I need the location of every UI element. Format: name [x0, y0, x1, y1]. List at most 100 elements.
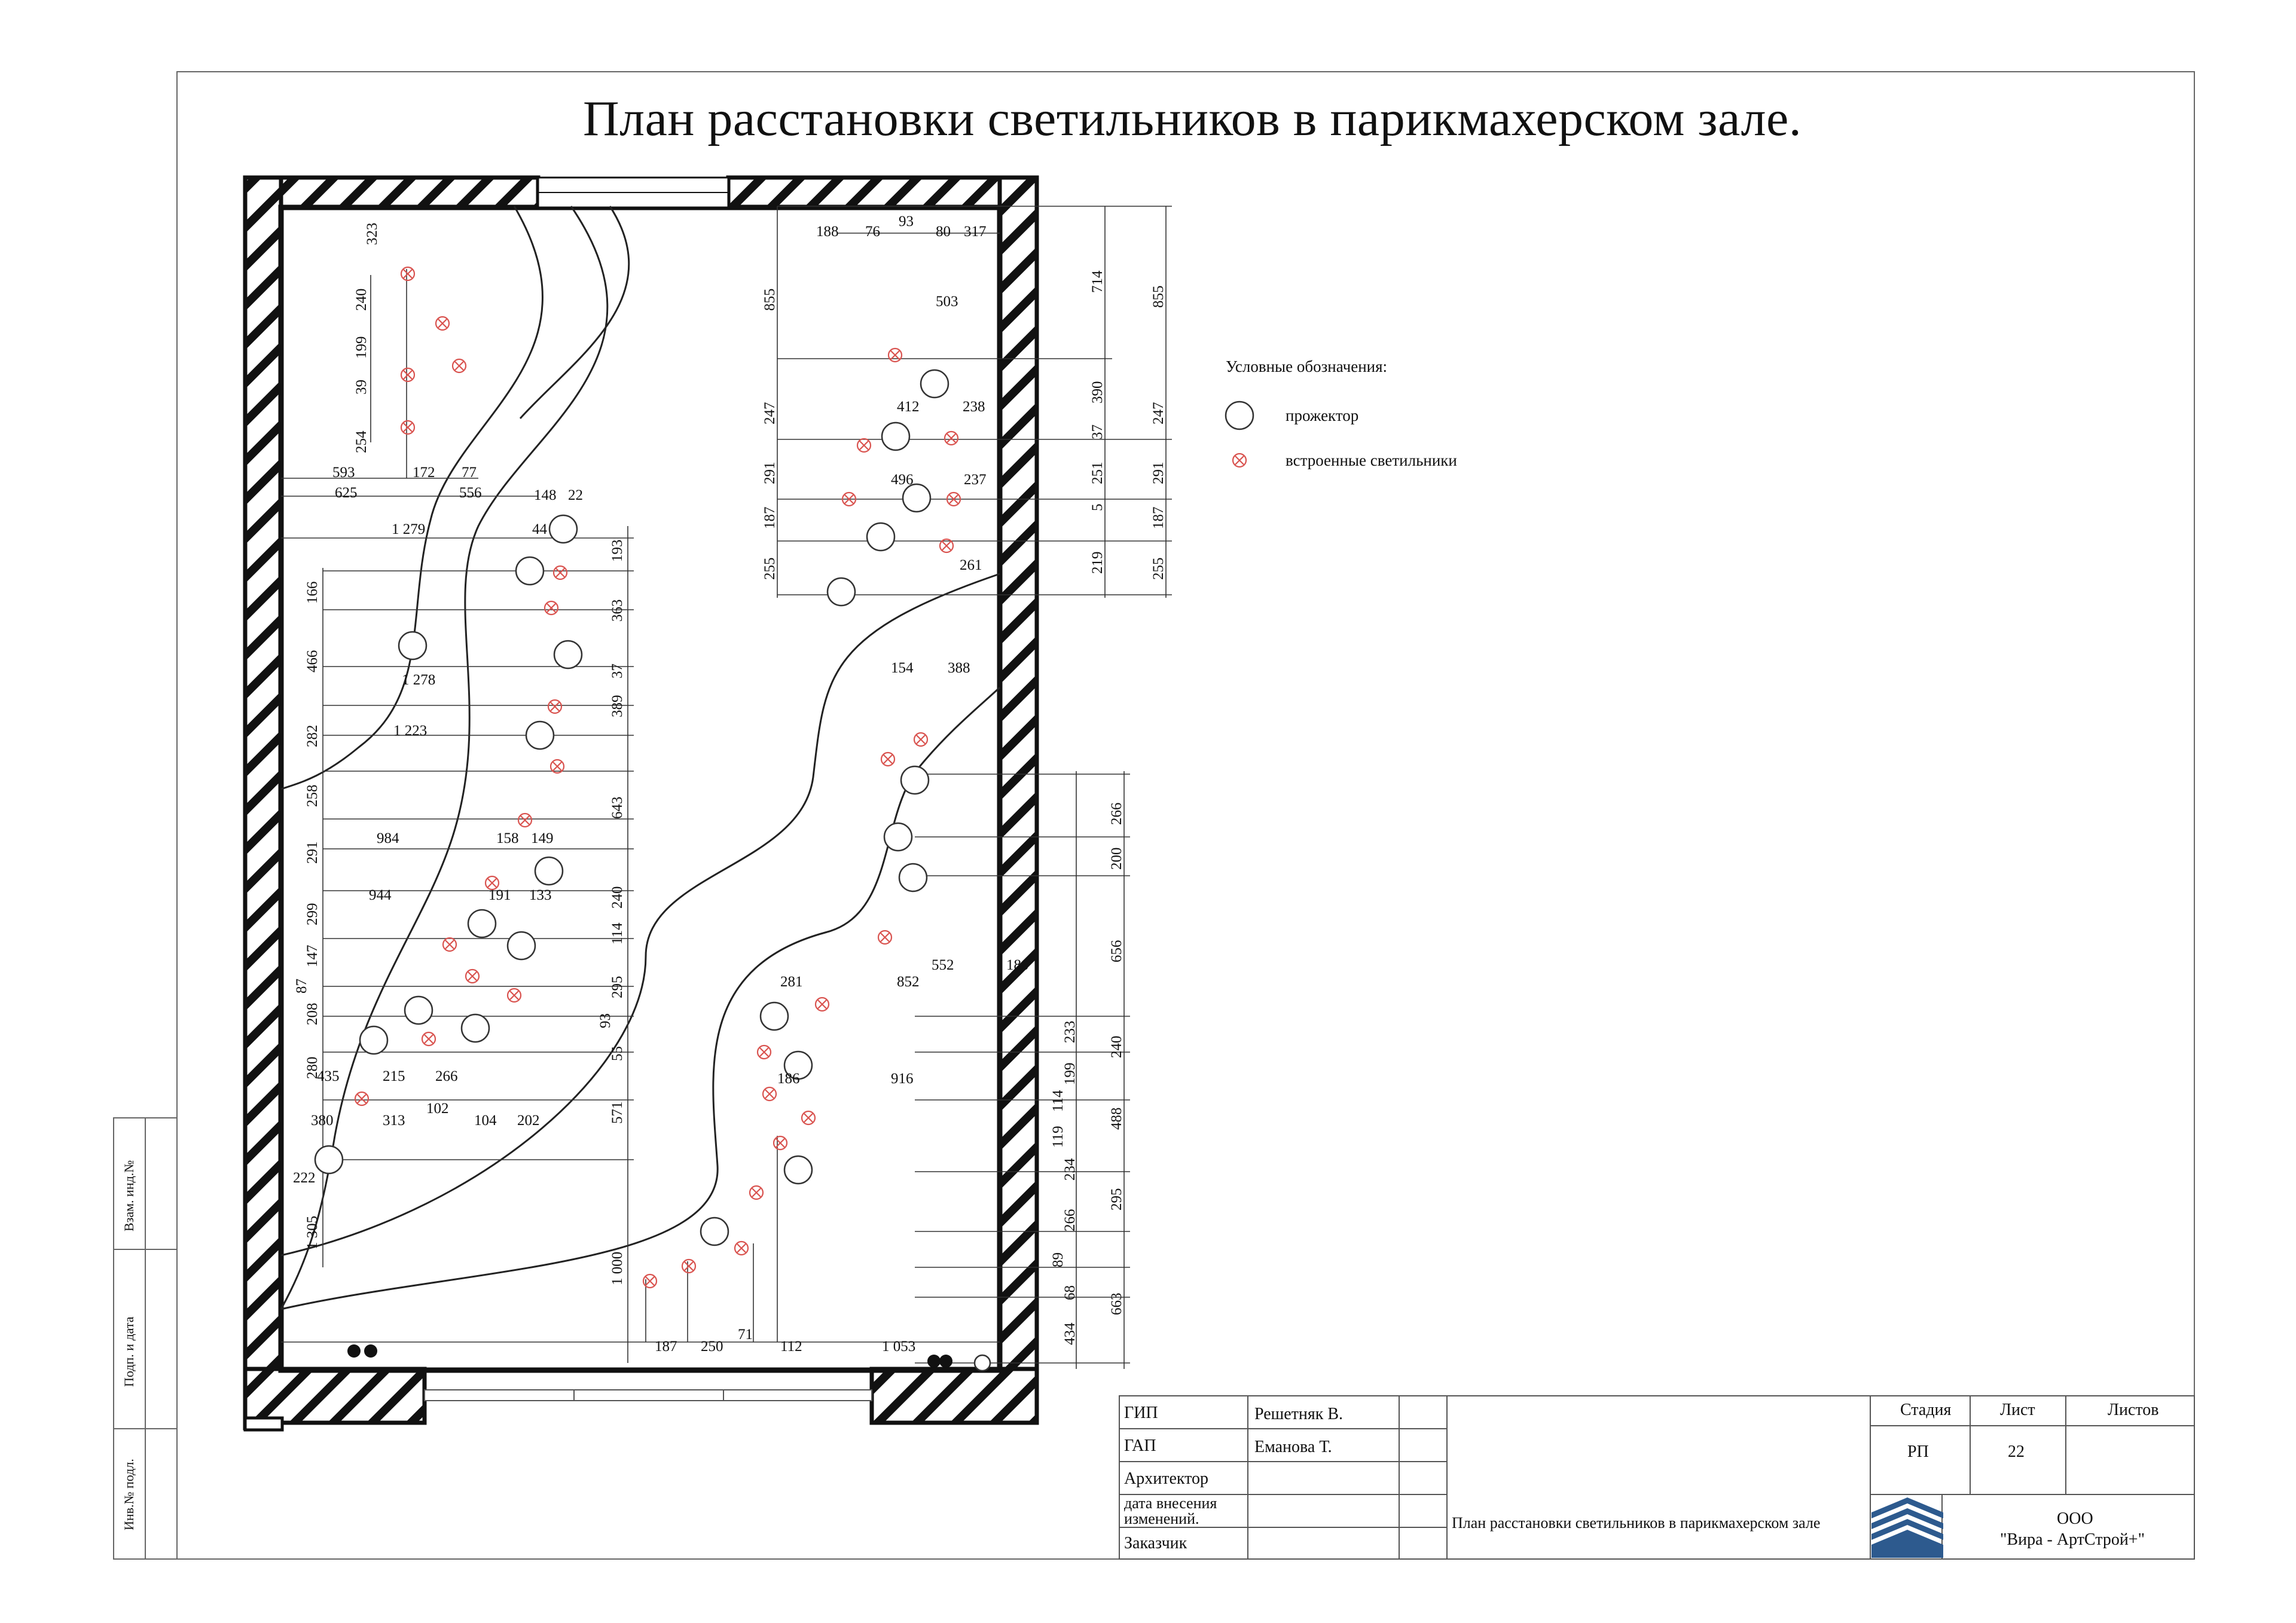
- recessed-light-icon: [1232, 453, 1247, 468]
- svg-text:44: 44: [532, 521, 548, 537]
- svg-text:855: 855: [1150, 286, 1167, 308]
- stage-header: Стадия: [1900, 1401, 1952, 1419]
- spotlight-icon: [866, 522, 896, 552]
- svg-text:114: 114: [1050, 1090, 1066, 1112]
- svg-text:208: 208: [304, 1003, 320, 1026]
- svg-text:76: 76: [865, 224, 880, 240]
- side-stamp-label: Взам. инд.№: [121, 1160, 136, 1231]
- svg-text:147: 147: [304, 945, 320, 968]
- svg-text:247: 247: [1150, 402, 1167, 425]
- svg-text:37: 37: [1089, 424, 1106, 439]
- svg-text:102: 102: [426, 1101, 449, 1117]
- svg-text:435: 435: [317, 1068, 340, 1084]
- svg-text:37: 37: [609, 664, 625, 678]
- svg-text:266: 266: [1109, 803, 1125, 826]
- svg-text:656: 656: [1109, 940, 1125, 963]
- company-line2: "Вира - АртСтрой+": [2000, 1530, 2145, 1549]
- role-gap: ГАП: [1124, 1436, 1156, 1455]
- svg-text:93: 93: [597, 1013, 613, 1028]
- svg-text:247: 247: [762, 402, 778, 425]
- svg-text:149: 149: [531, 830, 554, 846]
- svg-text:68: 68: [1062, 1285, 1078, 1300]
- recessed-lights: [354, 266, 961, 1289]
- svg-text:251: 251: [1089, 462, 1106, 485]
- company-logo: [1871, 1497, 1943, 1558]
- svg-text:714: 714: [1089, 270, 1106, 293]
- svg-text:77: 77: [462, 464, 477, 481]
- legend-heading: Условные обозначения:: [1226, 357, 1388, 375]
- svg-text:240: 240: [353, 289, 370, 311]
- svg-text:313: 313: [383, 1112, 405, 1129]
- svg-text:215: 215: [383, 1068, 405, 1084]
- svg-text:295: 295: [1109, 1188, 1125, 1211]
- spotlight-icon: [1225, 401, 1254, 430]
- svg-text:166: 166: [304, 582, 320, 604]
- spotlight-icon: [783, 1155, 813, 1185]
- svg-text:261: 261: [960, 557, 982, 573]
- floor-pattern-curves: [280, 206, 1001, 1310]
- spotlight-icon: [826, 577, 856, 607]
- dimension-lines: [281, 206, 1172, 1369]
- svg-text:852: 852: [897, 974, 920, 990]
- svg-text:233: 233: [1062, 1021, 1078, 1044]
- svg-text:1 053: 1 053: [882, 1338, 915, 1355]
- svg-text:180: 180: [1006, 957, 1029, 973]
- svg-text:280: 280: [304, 1057, 320, 1080]
- svg-text:496: 496: [891, 472, 914, 488]
- spotlight-icon: [973, 1354, 991, 1372]
- svg-text:254: 254: [353, 430, 370, 453]
- spotlight-icon: [548, 514, 578, 544]
- svg-text:291: 291: [304, 842, 320, 864]
- svg-text:323: 323: [364, 223, 380, 246]
- svg-text:625: 625: [335, 485, 358, 501]
- svg-text:71: 71: [738, 1326, 753, 1343]
- svg-text:202: 202: [517, 1112, 540, 1129]
- spotlight-icon: [902, 483, 932, 513]
- svg-text:238: 238: [963, 399, 985, 415]
- svg-text:281: 281: [780, 974, 803, 990]
- spotlight-icon: [898, 863, 928, 893]
- svg-text:556: 556: [459, 485, 482, 501]
- page-title: План расстановки светильников в парикмах…: [583, 91, 1802, 146]
- svg-text:199: 199: [353, 337, 370, 359]
- dimension-texts: 323 240 199 39 254 593 172 77 625 556 14…: [293, 213, 1167, 1355]
- legend-label-spotlight: прожектор: [1286, 406, 1359, 424]
- svg-text:593: 593: [332, 464, 355, 481]
- svg-text:148: 148: [534, 487, 557, 503]
- svg-text:200: 200: [1109, 848, 1125, 870]
- sheet-title: План расстановки светильников в парикмах…: [1452, 1514, 1821, 1532]
- svg-text:266: 266: [435, 1068, 458, 1084]
- svg-text:87: 87: [294, 979, 310, 994]
- svg-text:80: 80: [936, 224, 951, 240]
- role-architect: Архитектор: [1124, 1469, 1208, 1488]
- svg-text:380: 380: [311, 1112, 334, 1129]
- svg-text:317: 317: [964, 224, 987, 240]
- svg-text:250: 250: [701, 1338, 723, 1355]
- svg-text:388: 388: [948, 660, 970, 676]
- svg-text:119: 119: [1050, 1126, 1066, 1148]
- spotlight-icon: [700, 1217, 729, 1246]
- svg-text:299: 299: [304, 903, 320, 926]
- sheet-frame: [176, 71, 2195, 1560]
- svg-text:434: 434: [1062, 1322, 1078, 1345]
- svg-text:571: 571: [609, 1102, 625, 1124]
- svg-text:1 305: 1 305: [304, 1216, 320, 1249]
- svg-text:291: 291: [1150, 462, 1167, 485]
- stage-value: РП: [1907, 1442, 1929, 1461]
- svg-text:22: 22: [568, 487, 583, 503]
- spotlight-icon: [460, 1013, 490, 1043]
- svg-text:5: 5: [1089, 504, 1106, 512]
- svg-text:240: 240: [609, 887, 625, 909]
- spotlight-icon: [881, 421, 911, 451]
- svg-text:1 279: 1 279: [392, 521, 425, 537]
- sheets-header: Листов: [2108, 1401, 2159, 1419]
- svg-text:114: 114: [609, 922, 625, 945]
- svg-text:295: 295: [609, 976, 625, 999]
- svg-text:133: 133: [529, 887, 552, 903]
- side-stamp-label: Инв.№ подл.: [121, 1459, 136, 1530]
- entrance-markers: [347, 1344, 952, 1368]
- spotlight-icon: [404, 995, 433, 1025]
- svg-text:390: 390: [1089, 381, 1106, 404]
- spotlight-icon: [398, 631, 428, 661]
